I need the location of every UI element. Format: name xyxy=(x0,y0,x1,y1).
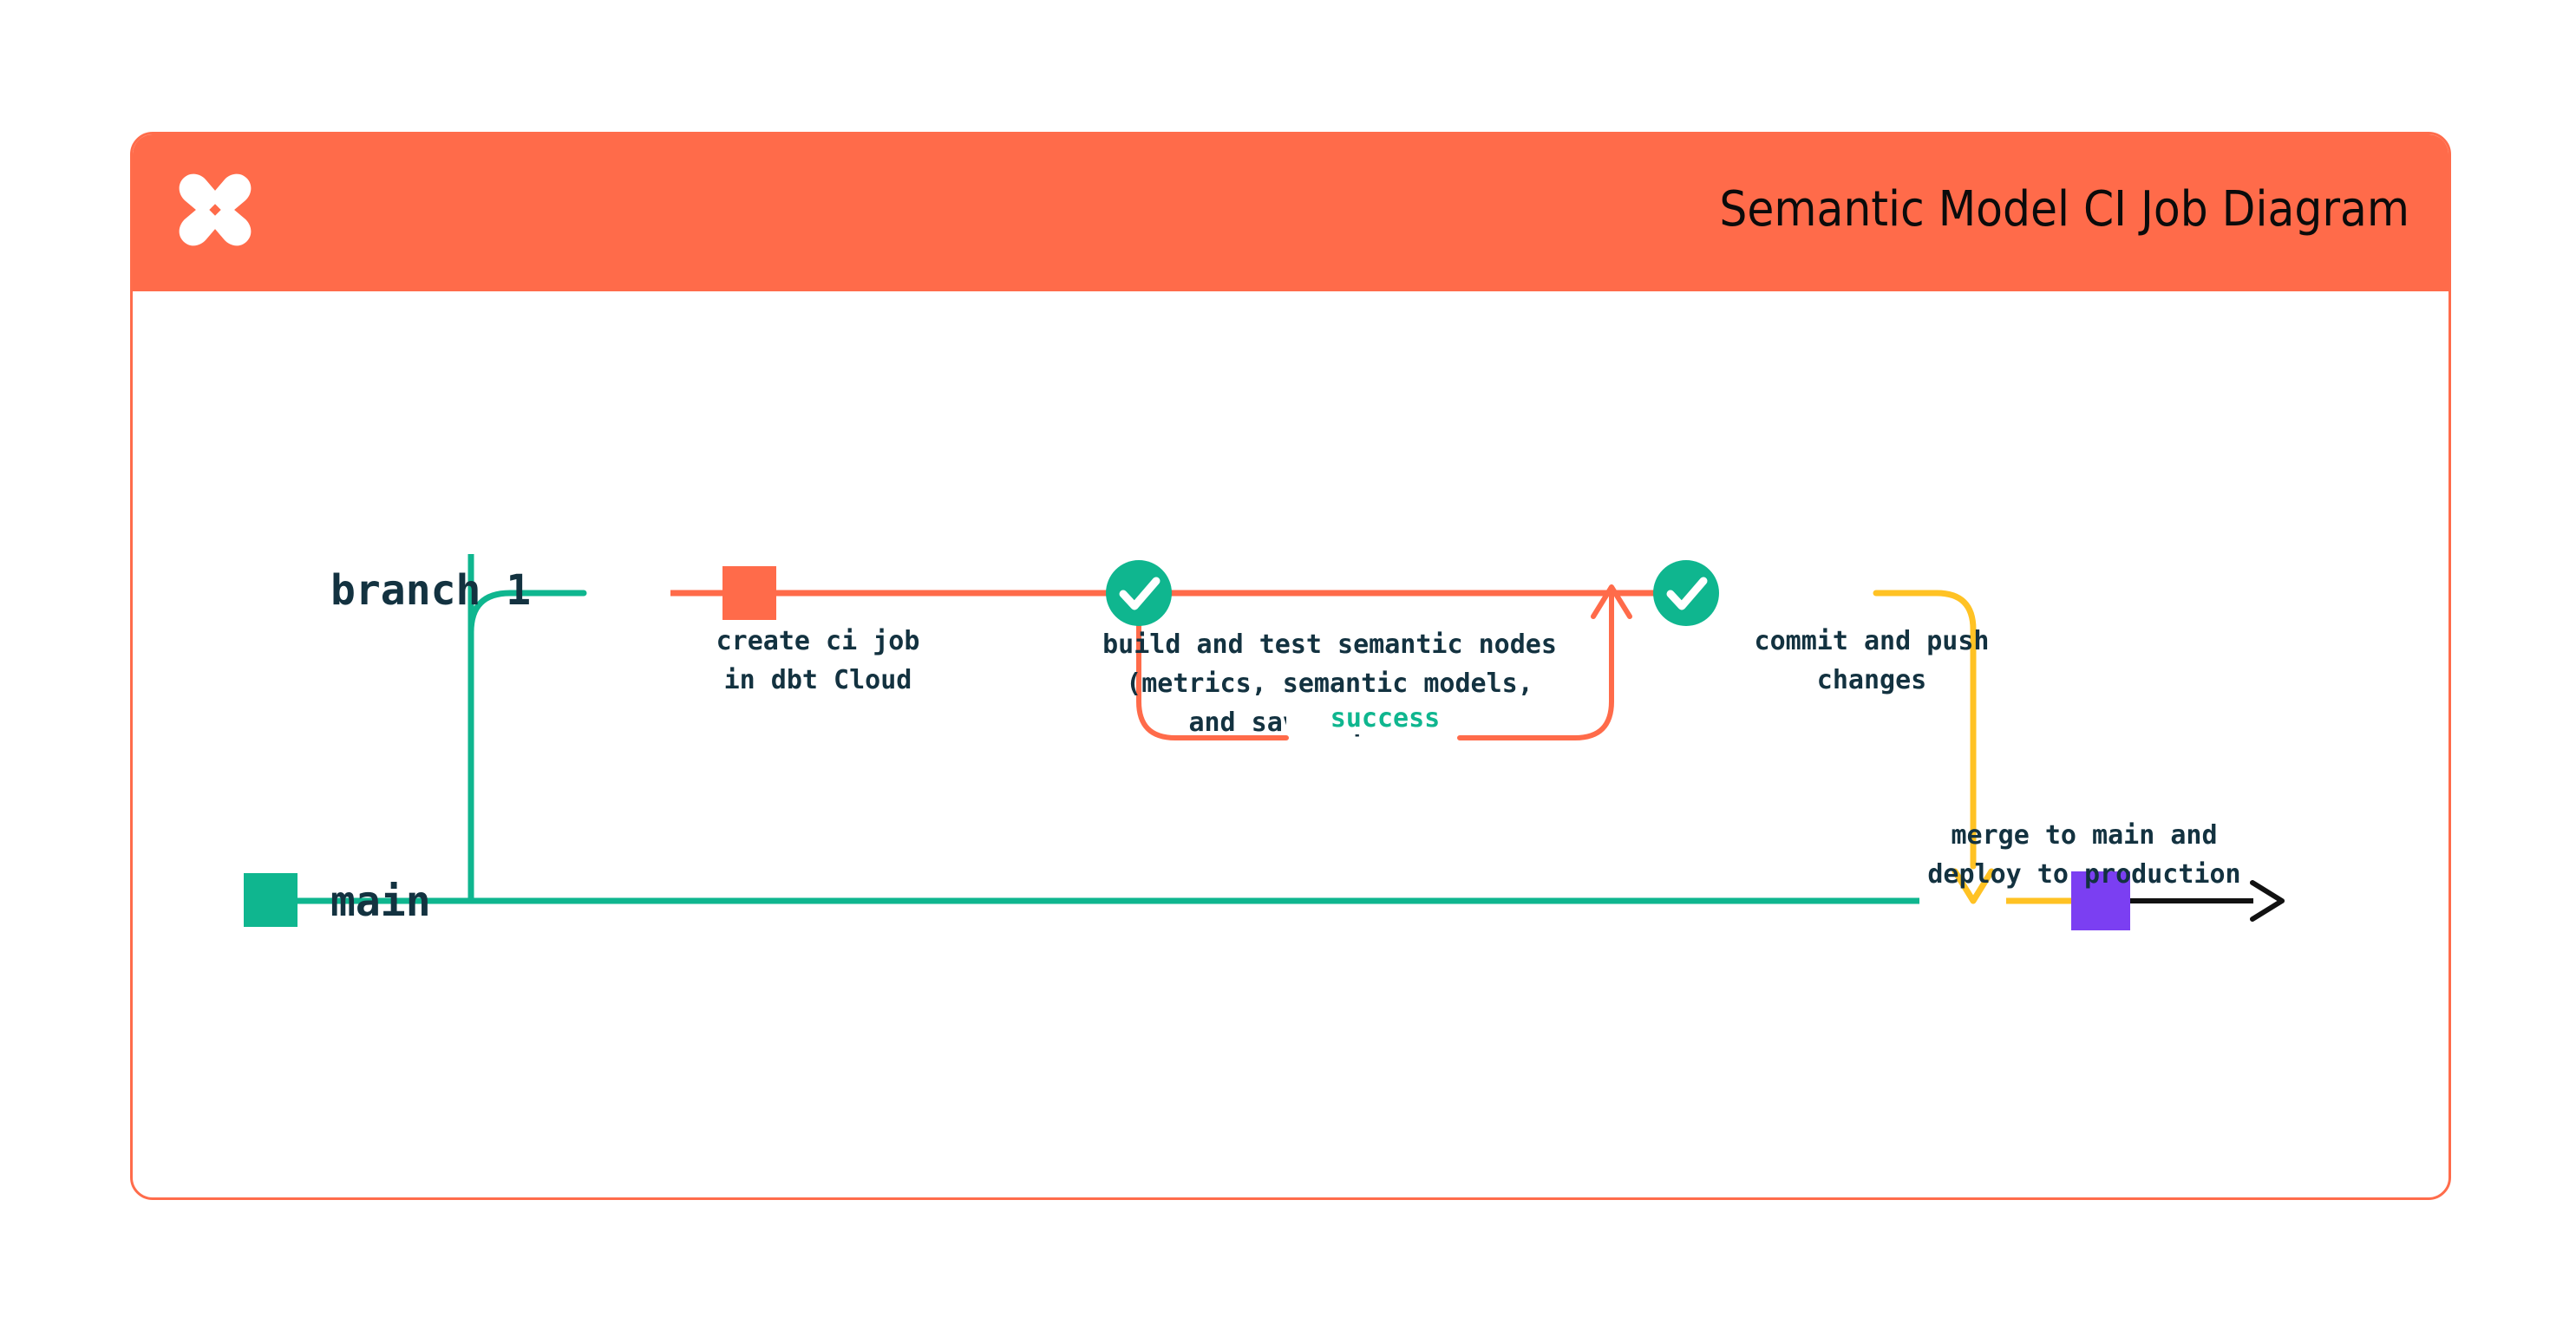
edge-label-success: success xyxy=(1286,703,1484,734)
diagram-canvas: branch 1 main create ci job in dbt Cloud… xyxy=(133,294,2449,1197)
row-label-branch1: branch 1 xyxy=(330,566,532,615)
node-caption-create-ci-job: create ci job in dbt Cloud xyxy=(716,626,920,695)
node-marker-main-start[interactable] xyxy=(244,873,297,927)
ci-success-loop-edge xyxy=(1136,584,1632,740)
node-marker-merge-to-main[interactable] xyxy=(2071,871,2130,930)
main-continuation-arrow xyxy=(2128,880,2285,922)
node-marker-build-and-test[interactable] xyxy=(1106,560,1172,626)
row-label-main: main xyxy=(330,877,431,926)
node-caption-commit-and-push: commit and push changes xyxy=(1754,626,1990,695)
page-title: Semantic Model CI Job Diagram xyxy=(1719,181,2409,238)
merge-edge xyxy=(1873,590,1995,904)
node-marker-commit-and-push[interactable] xyxy=(1653,560,1719,626)
node-caption-merge-to-main: merge to main and deploy to production xyxy=(1927,820,2241,890)
diagram-card: Semantic Model CI Job Diagram xyxy=(130,132,2451,1200)
node-marker-create-ci-job[interactable] xyxy=(722,566,776,620)
card-header: Semantic Model CI Job Diagram xyxy=(133,134,2449,291)
diagram-graphics xyxy=(244,554,2285,930)
dbt-x-logo-icon xyxy=(179,173,252,246)
